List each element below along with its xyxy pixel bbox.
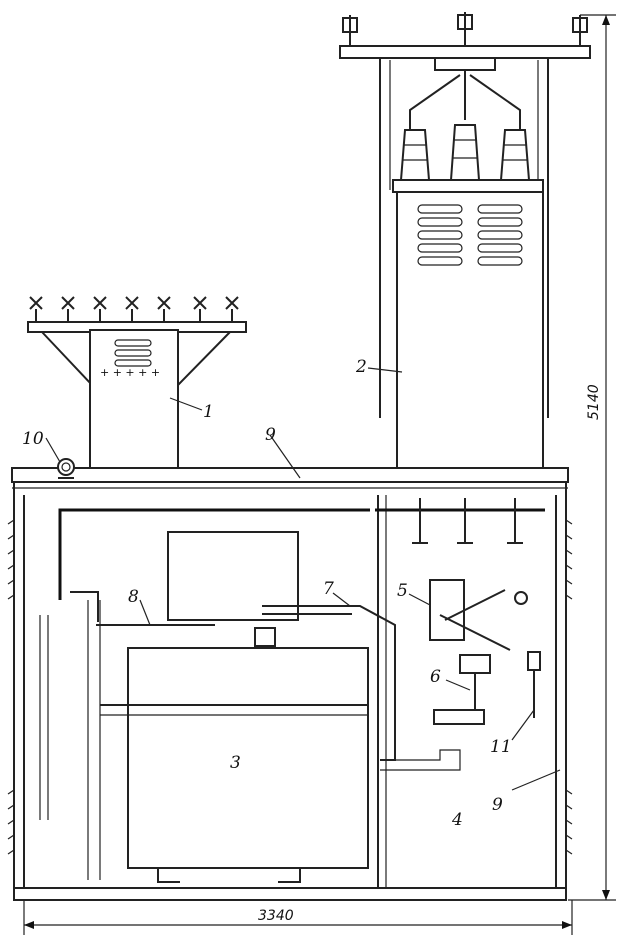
- main-enclosure: [7, 467, 573, 901]
- hv-cabinet-door: [396, 191, 544, 471]
- hv-insulators: [399, 124, 531, 181]
- height-dimension-value: 5140: [586, 384, 602, 420]
- insulator-row: [29, 296, 239, 322]
- left-cooling-ribs: [7, 519, 15, 855]
- power-transformer: [100, 647, 369, 883]
- fuse-6: [459, 654, 491, 674]
- low-voltage-bushing-assembly: + + + + +: [27, 296, 247, 476]
- leader-lines: [45, 367, 561, 791]
- label-11: 11: [490, 737, 512, 757]
- disconnector-5: [429, 579, 465, 641]
- hv-leads: [409, 70, 521, 130]
- high-voltage-input-unit: [339, 12, 591, 471]
- dimension-height: [568, 14, 616, 901]
- svg-text:+ + + + +: + + + + +: [100, 366, 160, 379]
- label-9-top: 9: [265, 425, 276, 445]
- hv-vent-slots: [417, 204, 523, 266]
- label-10: 10: [22, 429, 44, 449]
- label-5: 5: [397, 581, 408, 601]
- label-1: 1: [203, 402, 214, 422]
- vent-slots: [114, 339, 152, 367]
- hv-switchgear: [412, 498, 541, 725]
- right-cooling-ribs: [565, 519, 573, 855]
- label-6: 6: [430, 667, 441, 687]
- top-insulators: [342, 12, 588, 46]
- label-2: 2: [355, 357, 367, 377]
- pressure-relief-valve: [57, 458, 75, 479]
- bushing-box: [89, 329, 179, 476]
- label-3: 3: [230, 753, 241, 773]
- busbar-top: [58, 508, 370, 600]
- dimension-width: [23, 900, 573, 935]
- label-8: 8: [128, 587, 139, 607]
- label-4: 4: [451, 810, 463, 830]
- lv-bus: [254, 605, 461, 771]
- label-9-right: 9: [492, 795, 503, 815]
- width-dimension-value: 3340: [258, 908, 294, 924]
- label-7: 7: [323, 579, 334, 599]
